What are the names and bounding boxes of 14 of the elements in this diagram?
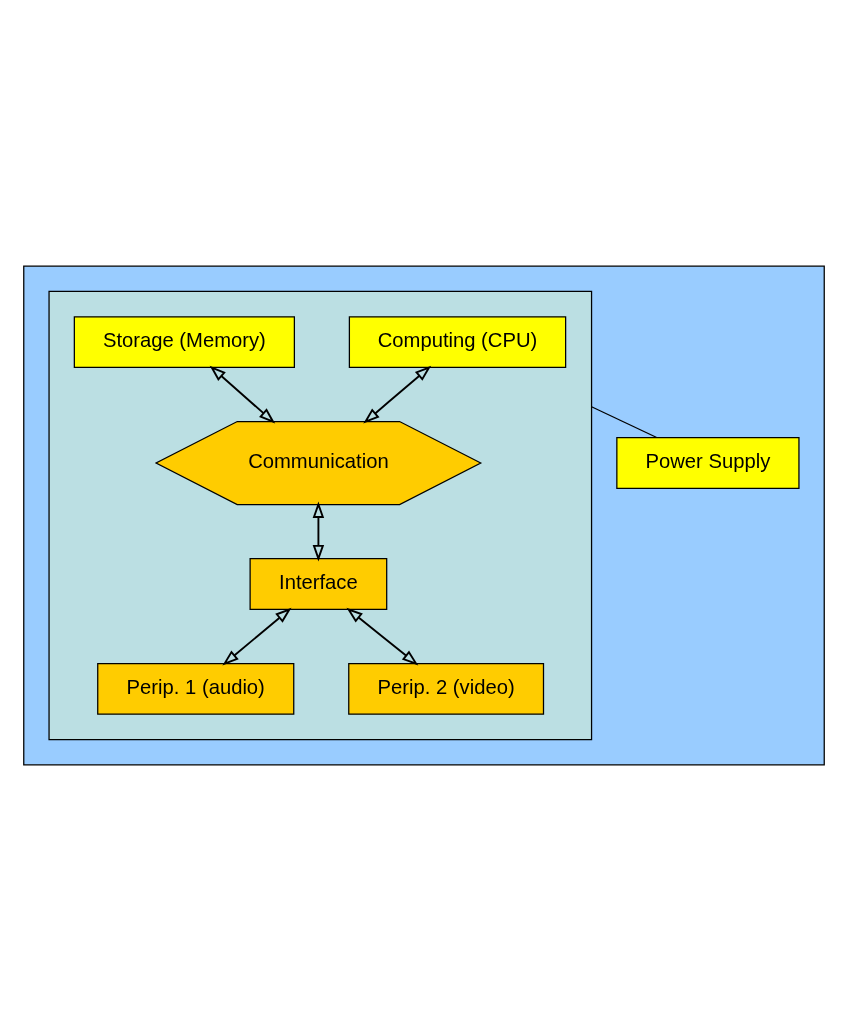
arrow: [346, 607, 419, 666]
arrow: [222, 607, 292, 666]
cluster: [23, 265, 825, 766]
node-box: Storage (Memory): [73, 316, 295, 368]
cluster: [48, 290, 593, 741]
node-box: Perip. 2 (video): [348, 663, 545, 715]
node-box: Computing (CPU): [348, 316, 567, 368]
arrow: [312, 501, 325, 562]
node-box: Interface: [249, 558, 388, 610]
node-box: Perip. 1 (audio): [97, 663, 295, 715]
node-box: Power Supply: [616, 437, 800, 489]
arrow: [363, 365, 432, 424]
connector: [590, 406, 658, 439]
arrow: [209, 365, 276, 424]
